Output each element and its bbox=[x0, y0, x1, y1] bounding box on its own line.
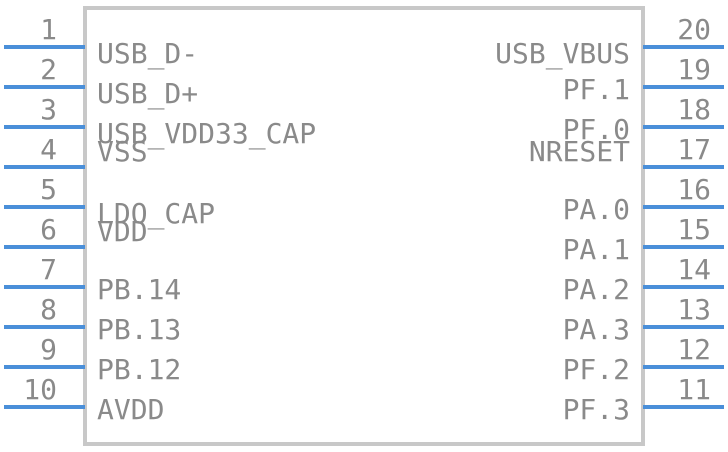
pin-12-number: 12 bbox=[677, 333, 711, 366]
pin-7-number: 7 bbox=[40, 253, 57, 286]
pin-17-label: NRESET bbox=[529, 135, 630, 168]
pin-15-number: 15 bbox=[677, 213, 711, 246]
pin-1-number: 1 bbox=[40, 13, 57, 46]
ic-body bbox=[83, 6, 645, 446]
pin-18-number: 18 bbox=[677, 93, 711, 126]
pin-5-number: 5 bbox=[40, 173, 57, 206]
pin-1-label: USB_D- bbox=[97, 37, 198, 71]
pin-20-label: USB_VBUS bbox=[495, 37, 630, 71]
pin-8-label: PB.13 bbox=[97, 313, 181, 346]
pin-6-number: 6 bbox=[40, 213, 57, 246]
pin-17-number: 17 bbox=[677, 133, 711, 166]
pin-16-number: 16 bbox=[677, 173, 711, 206]
pin-13-number: 13 bbox=[677, 293, 711, 326]
pin-6-label: VDD bbox=[97, 215, 148, 248]
pin-11-number: 11 bbox=[677, 373, 711, 406]
pin-4-number: 4 bbox=[40, 133, 57, 166]
pin-8-number: 8 bbox=[40, 293, 57, 326]
pin-14-number: 14 bbox=[677, 253, 711, 286]
pin-13-label: PA.3 bbox=[563, 313, 630, 346]
pin-7-label: PB.14 bbox=[97, 273, 181, 306]
pin-18-label: PF.0 bbox=[563, 113, 630, 146]
pin-3-number: 3 bbox=[40, 93, 57, 126]
pin-10-number: 10 bbox=[23, 373, 57, 406]
pin-10-label: AVDD bbox=[97, 393, 164, 426]
pin-15-label: PA.1 bbox=[563, 233, 630, 266]
pin-9-number: 9 bbox=[40, 333, 57, 366]
pin-14-label: PA.2 bbox=[563, 273, 630, 306]
pin-2-number: 2 bbox=[40, 53, 57, 86]
pin-2-label: USB_D+ bbox=[97, 77, 198, 111]
pin-16-label: PA.0 bbox=[563, 193, 630, 226]
pin-3-label: USB_VDD33_CAP bbox=[97, 117, 316, 151]
pin-11-label: PF.3 bbox=[563, 393, 630, 426]
pin-12-label: PF.2 bbox=[563, 353, 630, 386]
pin-5-label: LDO_CAP bbox=[97, 197, 215, 231]
pin-19-label: PF.1 bbox=[563, 73, 630, 106]
pin-4-label: VSS bbox=[97, 135, 148, 168]
pin-19-number: 19 bbox=[677, 53, 711, 86]
pin-20-number: 20 bbox=[677, 13, 711, 46]
pin-9-label: PB.12 bbox=[97, 353, 181, 386]
